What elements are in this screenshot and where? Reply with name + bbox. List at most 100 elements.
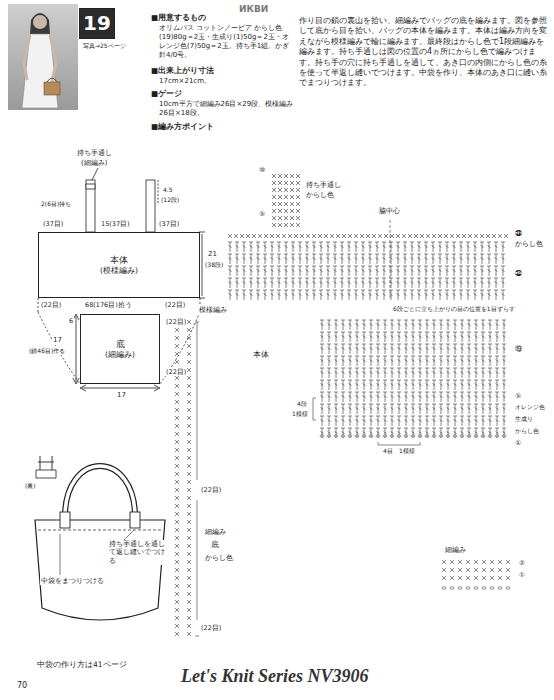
line-art <box>467 404 471 414</box>
line-art <box>480 290 484 300</box>
line-art <box>341 344 345 354</box>
line-art <box>495 332 499 342</box>
line-art <box>375 254 379 264</box>
line-art <box>445 242 449 252</box>
line-art <box>411 344 415 354</box>
line-art <box>348 404 352 414</box>
line-art <box>452 266 456 276</box>
line-art <box>424 290 428 300</box>
line-art <box>195 322 199 636</box>
line-art <box>340 254 344 264</box>
line-art <box>355 392 359 402</box>
line-art <box>369 380 373 390</box>
line-art <box>340 290 344 300</box>
line-art <box>320 404 324 414</box>
line-art <box>418 392 422 402</box>
line-art <box>340 266 344 276</box>
line-art <box>47 78 57 82</box>
line-art <box>390 404 394 414</box>
line-art <box>326 254 330 264</box>
line-art <box>432 234 436 238</box>
line-art <box>340 242 344 252</box>
line-art <box>366 234 370 238</box>
line-art <box>403 242 407 252</box>
line-art <box>354 254 358 264</box>
chart-label: ① <box>514 439 522 448</box>
chart-label: 細編み <box>444 546 467 555</box>
line-art <box>8 4 78 110</box>
line-art <box>158 180 159 205</box>
node-title: 19 <box>83 11 111 36</box>
line-art <box>494 254 498 264</box>
line-art <box>432 332 436 342</box>
line-art <box>187 344 191 348</box>
line-art <box>417 290 421 300</box>
line-art <box>296 223 300 227</box>
line-art <box>80 385 86 391</box>
chart-label: 6 <box>68 317 74 325</box>
line-art <box>326 278 330 288</box>
line-art <box>305 242 309 252</box>
line-art <box>459 278 463 288</box>
line-art <box>284 216 288 220</box>
line-art <box>456 234 460 238</box>
line-art <box>334 380 338 390</box>
chart-label: ■ゲージ <box>150 89 183 99</box>
line-art <box>298 242 302 252</box>
line-art <box>334 416 338 426</box>
line-art <box>488 332 492 342</box>
line-art <box>319 254 323 264</box>
chart-label: (37目) <box>158 220 180 228</box>
line-art <box>312 254 316 264</box>
line-art <box>187 456 191 460</box>
line-art <box>369 428 373 438</box>
line-art <box>474 320 478 330</box>
line-art <box>277 254 281 264</box>
chart-label: 4目 <box>382 447 394 455</box>
line-art <box>376 428 380 438</box>
chart-label: オリムパス コットンノービア からし色(19)80g＝2玉・生成り(1)50g＝… <box>158 24 296 60</box>
line-art <box>495 356 499 366</box>
line-art <box>187 568 191 572</box>
line-art <box>312 234 316 238</box>
line-art <box>410 242 414 252</box>
line-art <box>175 344 179 348</box>
line-art <box>154 385 160 391</box>
line-art <box>431 278 435 288</box>
line-art <box>235 254 239 264</box>
line-art <box>418 416 422 426</box>
line-art <box>278 181 282 185</box>
line-art <box>425 416 429 426</box>
line-art <box>383 320 387 330</box>
line-art <box>348 368 352 378</box>
line-art <box>256 290 260 300</box>
line-art <box>445 290 449 300</box>
line-art <box>467 428 471 438</box>
line-art <box>481 416 485 426</box>
line-art <box>272 181 276 185</box>
line-art <box>397 428 401 438</box>
line-art <box>324 234 328 238</box>
line-art <box>418 356 422 366</box>
line-art <box>502 428 506 438</box>
line-art <box>290 216 294 220</box>
line-art <box>187 608 191 612</box>
line-art <box>175 536 179 540</box>
chart-label: 写真→25ページ <box>82 42 127 50</box>
line-art <box>390 320 394 330</box>
line-art <box>290 188 294 192</box>
line-art <box>467 320 471 330</box>
line-art <box>480 254 484 264</box>
chart-label: 中袋の作り方は41ページ <box>36 660 128 670</box>
chart-label: ① <box>518 571 526 579</box>
line-art <box>235 278 239 288</box>
line-art <box>354 234 358 238</box>
line-art <box>411 356 415 366</box>
line-art <box>466 568 470 572</box>
chart-label: 細編み <box>204 528 227 537</box>
line-art <box>442 560 446 564</box>
line-art <box>439 332 443 342</box>
line-art <box>278 174 282 178</box>
line-art <box>417 242 421 252</box>
chart-label: 底 <box>210 540 220 550</box>
